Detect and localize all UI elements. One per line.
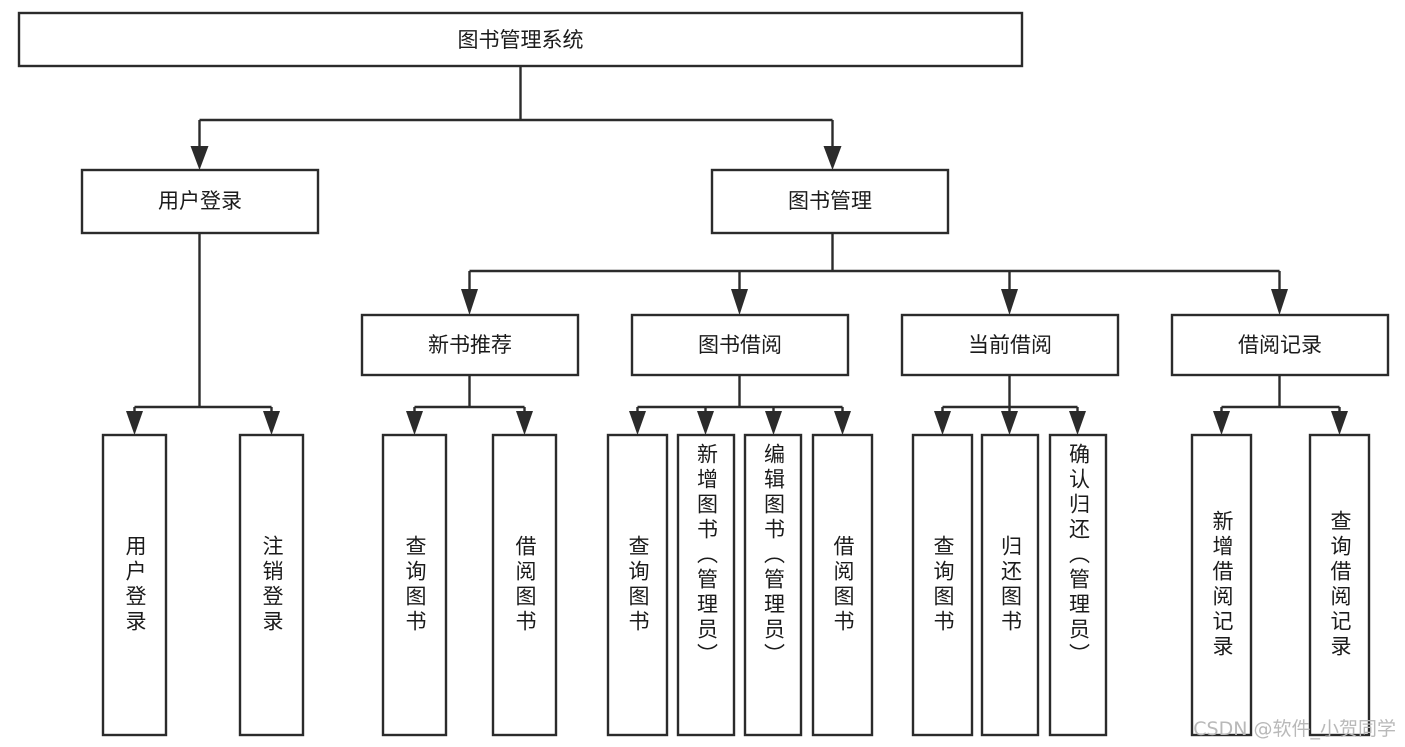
node-book-manage[interactable]: 图书管理 [710, 168, 950, 235]
leaf-query-book-2-box[interactable] [606, 433, 669, 737]
leaf-add-borrow-record-box[interactable] [1190, 433, 1253, 737]
leaf-edit-book-admin-box[interactable] [743, 433, 803, 737]
node-new-book-recommend-label: 新书推荐 [428, 333, 512, 357]
leaf-borrow-book-1[interactable]: 借阅图书 [491, 433, 558, 737]
leaf-query-book-3[interactable]: 查询图书 [911, 433, 974, 737]
leaf-edit-book-admin-label: 编辑图书（管理员） [761, 443, 786, 668]
leaf-edit-book-admin-text-area: 编辑图书（管理员） [761, 443, 786, 668]
node-current-borrow-label: 当前借阅 [968, 333, 1052, 357]
arrow-to-new-book-recommend [461, 289, 478, 315]
leaf-query-book-1[interactable]: 查询图书 [381, 433, 448, 737]
leaf-add-borrow-record-label: 新增借阅记录 [1210, 510, 1234, 660]
arrow-leaf-user-login [126, 411, 143, 435]
leaf-return-book-label: 归还图书 [998, 535, 1023, 635]
leaf-confirm-return-admin-text-area: 确认归还（管理员） [1066, 443, 1091, 668]
leaf-add-book-admin-label: 新增图书（管理员） [694, 443, 719, 668]
arrow-leaf-query-book-3 [934, 411, 951, 435]
arrow-to-book-borrow [731, 289, 748, 315]
arrow-leaf-query-book-2 [629, 411, 646, 435]
leaf-add-book-admin[interactable]: 新增图书（管理员） [676, 433, 736, 737]
arrow-leaf-borrow-book-2 [834, 411, 851, 435]
node-book-borrow[interactable]: 图书借阅 [630, 313, 850, 377]
node-new-book-recommend-box[interactable] [360, 313, 580, 377]
leaf-query-book-2-text-area: 查询图书 [626, 535, 650, 635]
leaf-user-login[interactable]: 用户登录 [101, 433, 168, 737]
leaf-borrow-book-2[interactable]: 借阅图书 [811, 433, 874, 737]
node-current-borrow-box[interactable] [900, 313, 1120, 377]
leaf-user-login-text-area: 用户登录 [123, 535, 147, 635]
leaf-edit-book-admin[interactable]: 编辑图书（管理员） [743, 433, 803, 737]
node-book-borrow-label: 图书借阅 [698, 333, 782, 357]
node-current-borrow[interactable]: 当前借阅 [900, 313, 1120, 377]
arrow-to-book-manage [823, 146, 842, 170]
leaf-query-borrow-record-label: 查询借阅记录 [1328, 510, 1352, 660]
leaf-query-borrow-record[interactable]: 查询借阅记录 [1308, 433, 1371, 737]
leaf-logout-login-box[interactable] [238, 433, 305, 737]
node-root[interactable]: 图书管理系统 [17, 11, 1024, 68]
node-user-login-box[interactable] [80, 168, 320, 235]
connector-layer [126, 66, 1348, 435]
leaf-query-book-1-box[interactable] [381, 433, 448, 737]
leaf-query-book-3-box[interactable] [911, 433, 974, 737]
leaf-borrow-book-2-text-area: 借阅图书 [831, 535, 855, 635]
node-book-borrow-box[interactable] [630, 313, 850, 377]
arrow-to-borrow-record [1271, 289, 1288, 315]
leaf-logout-login[interactable]: 注销登录 [238, 433, 305, 737]
arrow-to-user-login [190, 146, 209, 170]
csdn-watermark: CSDN @软件_小贺同学 [1193, 718, 1396, 740]
leaf-borrow-book-1-text-area: 借阅图书 [513, 535, 537, 635]
leaf-borrow-book-1-box[interactable] [491, 433, 558, 737]
leaf-add-book-admin-text-area: 新增图书（管理员） [694, 443, 719, 668]
leaf-add-borrow-record[interactable]: 新增借阅记录 [1190, 433, 1253, 737]
arrow-leaf-query-book-1 [406, 411, 423, 435]
leaf-borrow-book-2-box[interactable] [811, 433, 874, 737]
node-user-login[interactable]: 用户登录 [80, 168, 320, 235]
arrow-leaf-logout-login [263, 411, 280, 435]
node-book-manage-label: 图书管理 [788, 189, 872, 213]
leaf-add-borrow-record-text-area: 新增借阅记录 [1210, 510, 1234, 660]
leaf-user-login-label: 用户登录 [123, 535, 147, 635]
node-borrow-record-box[interactable] [1170, 313, 1390, 377]
leaf-return-book[interactable]: 归还图书 [980, 433, 1040, 737]
leaf-query-book-2[interactable]: 查询图书 [606, 433, 669, 737]
arrow-leaf-confirm-return-admin [1069, 411, 1086, 435]
leaf-query-borrow-record-box[interactable] [1308, 433, 1371, 737]
leaf-borrow-book-2-label: 借阅图书 [831, 535, 855, 635]
leaf-query-book-3-label: 查询图书 [931, 535, 955, 635]
node-root-box[interactable] [17, 11, 1024, 68]
arrow-leaf-edit-book-admin [765, 411, 782, 435]
leaf-query-book-2-label: 查询图书 [626, 535, 650, 635]
arrow-leaf-add-book-admin [697, 411, 714, 435]
leaf-borrow-book-1-label: 借阅图书 [513, 535, 537, 635]
leaf-query-book-3-text-area: 查询图书 [931, 535, 955, 635]
node-book-manage-box[interactable] [710, 168, 950, 235]
arrow-to-current-borrow [1001, 289, 1018, 315]
node-new-book-recommend[interactable]: 新书推荐 [360, 313, 580, 377]
node-user-login-label: 用户登录 [158, 189, 242, 213]
leaf-confirm-return-admin[interactable]: 确认归还（管理员） [1048, 433, 1108, 737]
arrow-leaf-add-borrow-record [1213, 411, 1230, 435]
leaf-confirm-return-admin-label: 确认归还（管理员） [1066, 443, 1091, 668]
node-borrow-record-label: 借阅记录 [1238, 333, 1322, 357]
leaf-confirm-return-admin-box[interactable] [1048, 433, 1108, 737]
leaf-query-book-1-text-area: 查询图书 [403, 535, 427, 635]
leaf-return-book-box[interactable] [980, 433, 1040, 737]
leaf-return-book-text-area: 归还图书 [998, 535, 1023, 635]
leaf-logout-login-text-area: 注销登录 [260, 535, 284, 635]
node-borrow-record[interactable]: 借阅记录 [1170, 313, 1390, 377]
leaf-logout-login-label: 注销登录 [260, 535, 284, 635]
arrow-leaf-return-book [1001, 411, 1018, 435]
arrow-leaf-query-borrow-record [1331, 411, 1348, 435]
arrow-leaf-borrow-book-1 [516, 411, 533, 435]
leaf-user-login-box[interactable] [101, 433, 168, 737]
leaf-add-book-admin-box[interactable] [676, 433, 736, 737]
node-root-label: 图书管理系统 [458, 28, 584, 52]
leaf-query-book-1-label: 查询图书 [403, 535, 427, 635]
leaf-query-borrow-record-text-area: 查询借阅记录 [1328, 510, 1352, 660]
